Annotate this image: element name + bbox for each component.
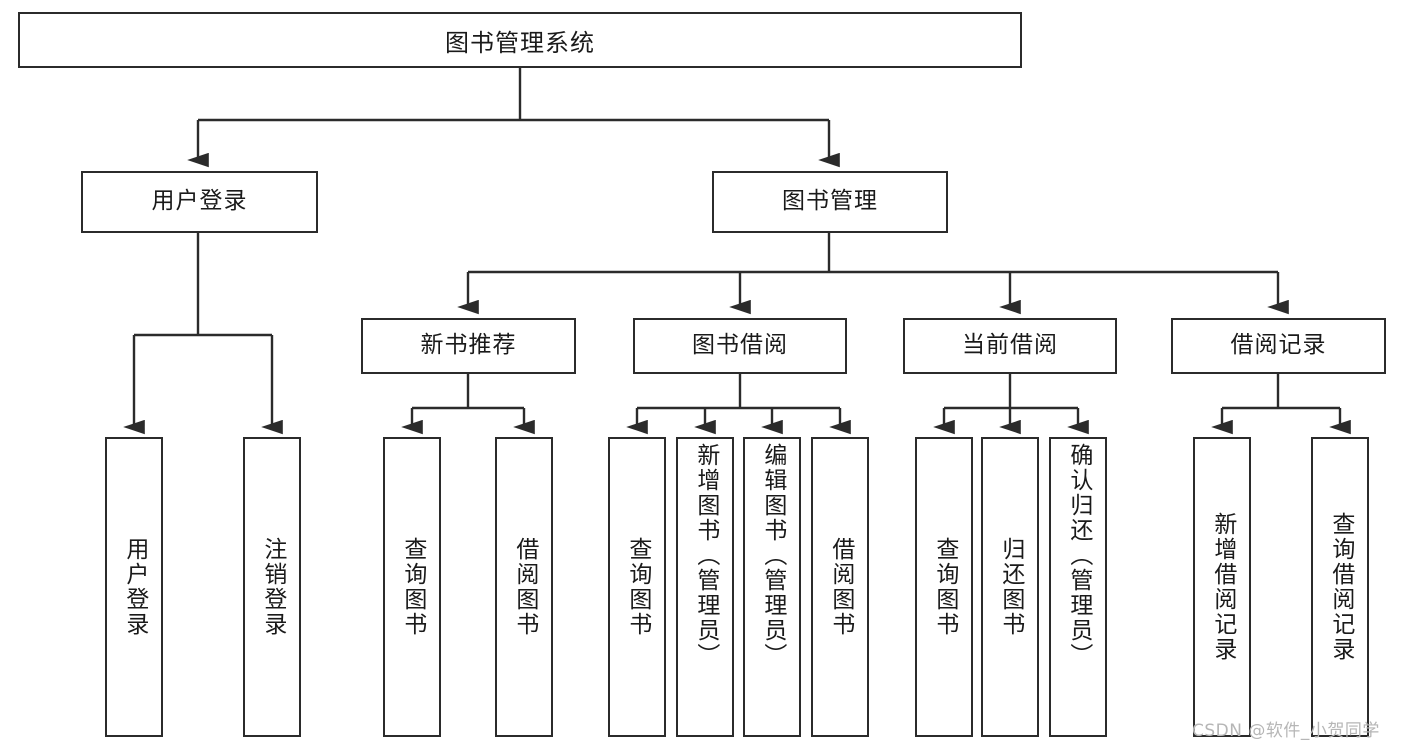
node-current-borrow[interactable]: 当前借阅 [903,318,1117,374]
node-label: 用户登录 [121,537,148,637]
node-label: 查询图书 [931,537,958,637]
node-label: 查询借阅记录 [1327,512,1354,662]
node-label: 当前借阅 [962,332,1058,359]
node-label: 图书管理系统 [445,28,595,57]
node-label: 新书推荐 [420,332,517,359]
node-label: 借阅记录 [1230,332,1327,359]
node-leaf-return-book[interactable]: 归还图书 [981,437,1039,737]
node-leaf-edit-book-admin[interactable]: 编辑图书（管理员） [743,437,801,737]
node-leaf-user-login[interactable]: 用户登录 [105,437,163,737]
node-leaf-add-borrow-record[interactable]: 新增借阅记录 [1193,437,1251,737]
node-leaf-logout[interactable]: 注销登录 [243,437,301,737]
node-label: 借阅图书 [827,537,854,637]
node-root-system[interactable]: 图书管理系统 [18,12,1022,68]
node-leaf-query-borrow-record[interactable]: 查询借阅记录 [1311,437,1369,737]
node-user-login[interactable]: 用户登录 [81,171,318,233]
node-label: 用户登录 [151,188,248,215]
node-label: 确认归还（管理员） [1065,443,1092,668]
node-leaf-confirm-return-admin[interactable]: 确认归还（管理员） [1049,437,1107,737]
node-label: 图书管理 [782,188,878,215]
node-book-management[interactable]: 图书管理 [712,171,948,233]
node-label: 新增图书（管理员） [692,443,719,668]
node-label: 编辑图书（管理员） [759,443,786,668]
node-leaf-query-book-borrow[interactable]: 查询图书 [608,437,666,737]
node-leaf-query-book-recommend[interactable]: 查询图书 [383,437,441,737]
node-label: 查询图书 [399,537,426,637]
csdn-watermark: CSDN @软件_小贺同学 [1192,721,1380,741]
node-label: 注销登录 [259,537,286,637]
node-label: 新增借阅记录 [1209,512,1236,662]
node-borrow-record[interactable]: 借阅记录 [1171,318,1386,374]
node-label: 查询图书 [624,537,651,637]
node-leaf-borrow-book-recommend[interactable]: 借阅图书 [495,437,553,737]
node-label: 归还图书 [997,537,1024,637]
node-leaf-add-book-admin[interactable]: 新增图书（管理员） [676,437,734,737]
node-new-book-recommend[interactable]: 新书推荐 [361,318,576,374]
node-label: 借阅图书 [511,537,538,637]
node-book-borrow[interactable]: 图书借阅 [633,318,847,374]
node-leaf-borrow-book[interactable]: 借阅图书 [811,437,869,737]
node-leaf-query-book-current[interactable]: 查询图书 [915,437,973,737]
node-label: 图书借阅 [692,332,788,359]
